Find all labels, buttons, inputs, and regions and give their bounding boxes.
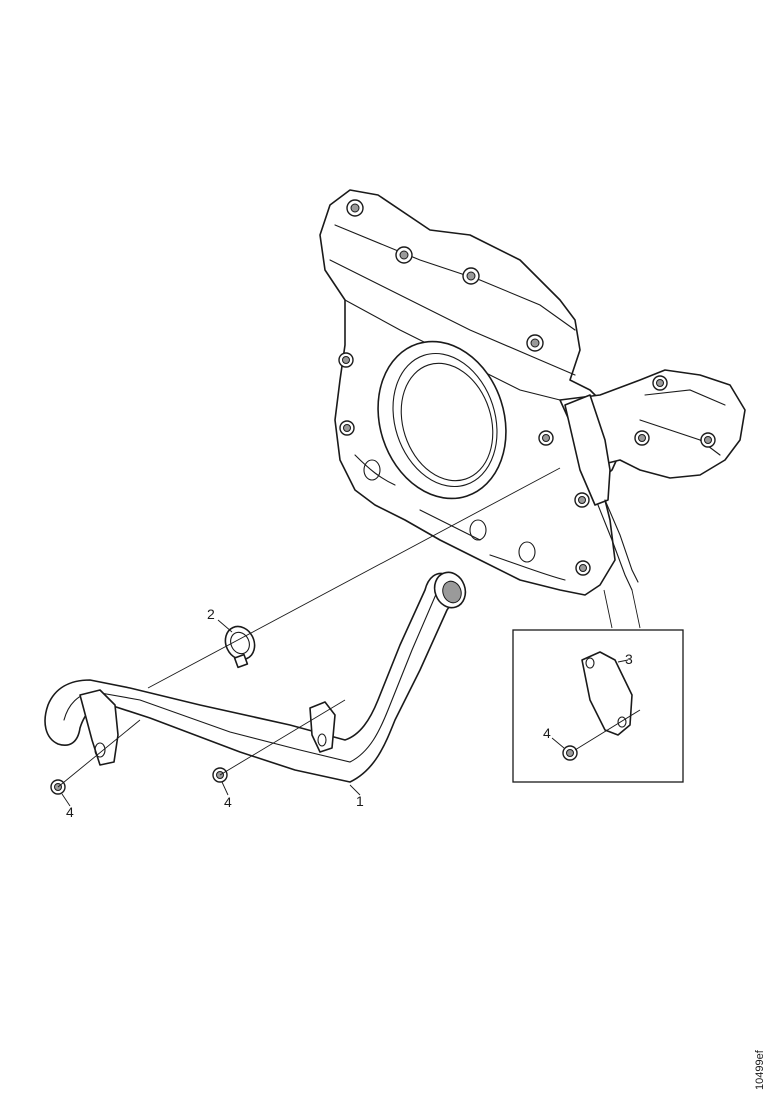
housing-bolt <box>652 375 668 391</box>
hose-clamp <box>224 625 256 669</box>
bolt-detail <box>562 745 578 761</box>
housing-bolt <box>462 267 480 285</box>
callout-cover-plate: 3 <box>625 651 633 667</box>
housing-bolt <box>338 352 354 368</box>
callout-leaders <box>61 619 629 807</box>
assembly-leader-lines <box>57 467 641 788</box>
housing-bolt <box>395 246 413 264</box>
housing-bolt <box>526 334 544 352</box>
callout-clamp: 2 <box>207 606 215 622</box>
housing-bolt <box>346 199 364 217</box>
housing-bolt <box>538 430 554 446</box>
housing-bolt <box>700 432 716 448</box>
engine-cover-housing <box>319 189 746 596</box>
drawing-code: 10499ef <box>754 1049 766 1090</box>
housing-bolt <box>574 492 590 508</box>
pipe-assembly <box>44 571 467 783</box>
cover-plate <box>581 651 633 736</box>
callout-bolt-middle: 4 <box>224 794 232 810</box>
callout-bolt-left: 4 <box>66 804 74 820</box>
detail-view-box <box>512 629 684 783</box>
housing-bolt <box>339 420 355 436</box>
housing-bolt <box>575 560 591 576</box>
callout-bolt-detail: 4 <box>543 725 551 741</box>
housing-bolt <box>634 430 650 446</box>
callout-pipe: 1 <box>356 793 364 809</box>
